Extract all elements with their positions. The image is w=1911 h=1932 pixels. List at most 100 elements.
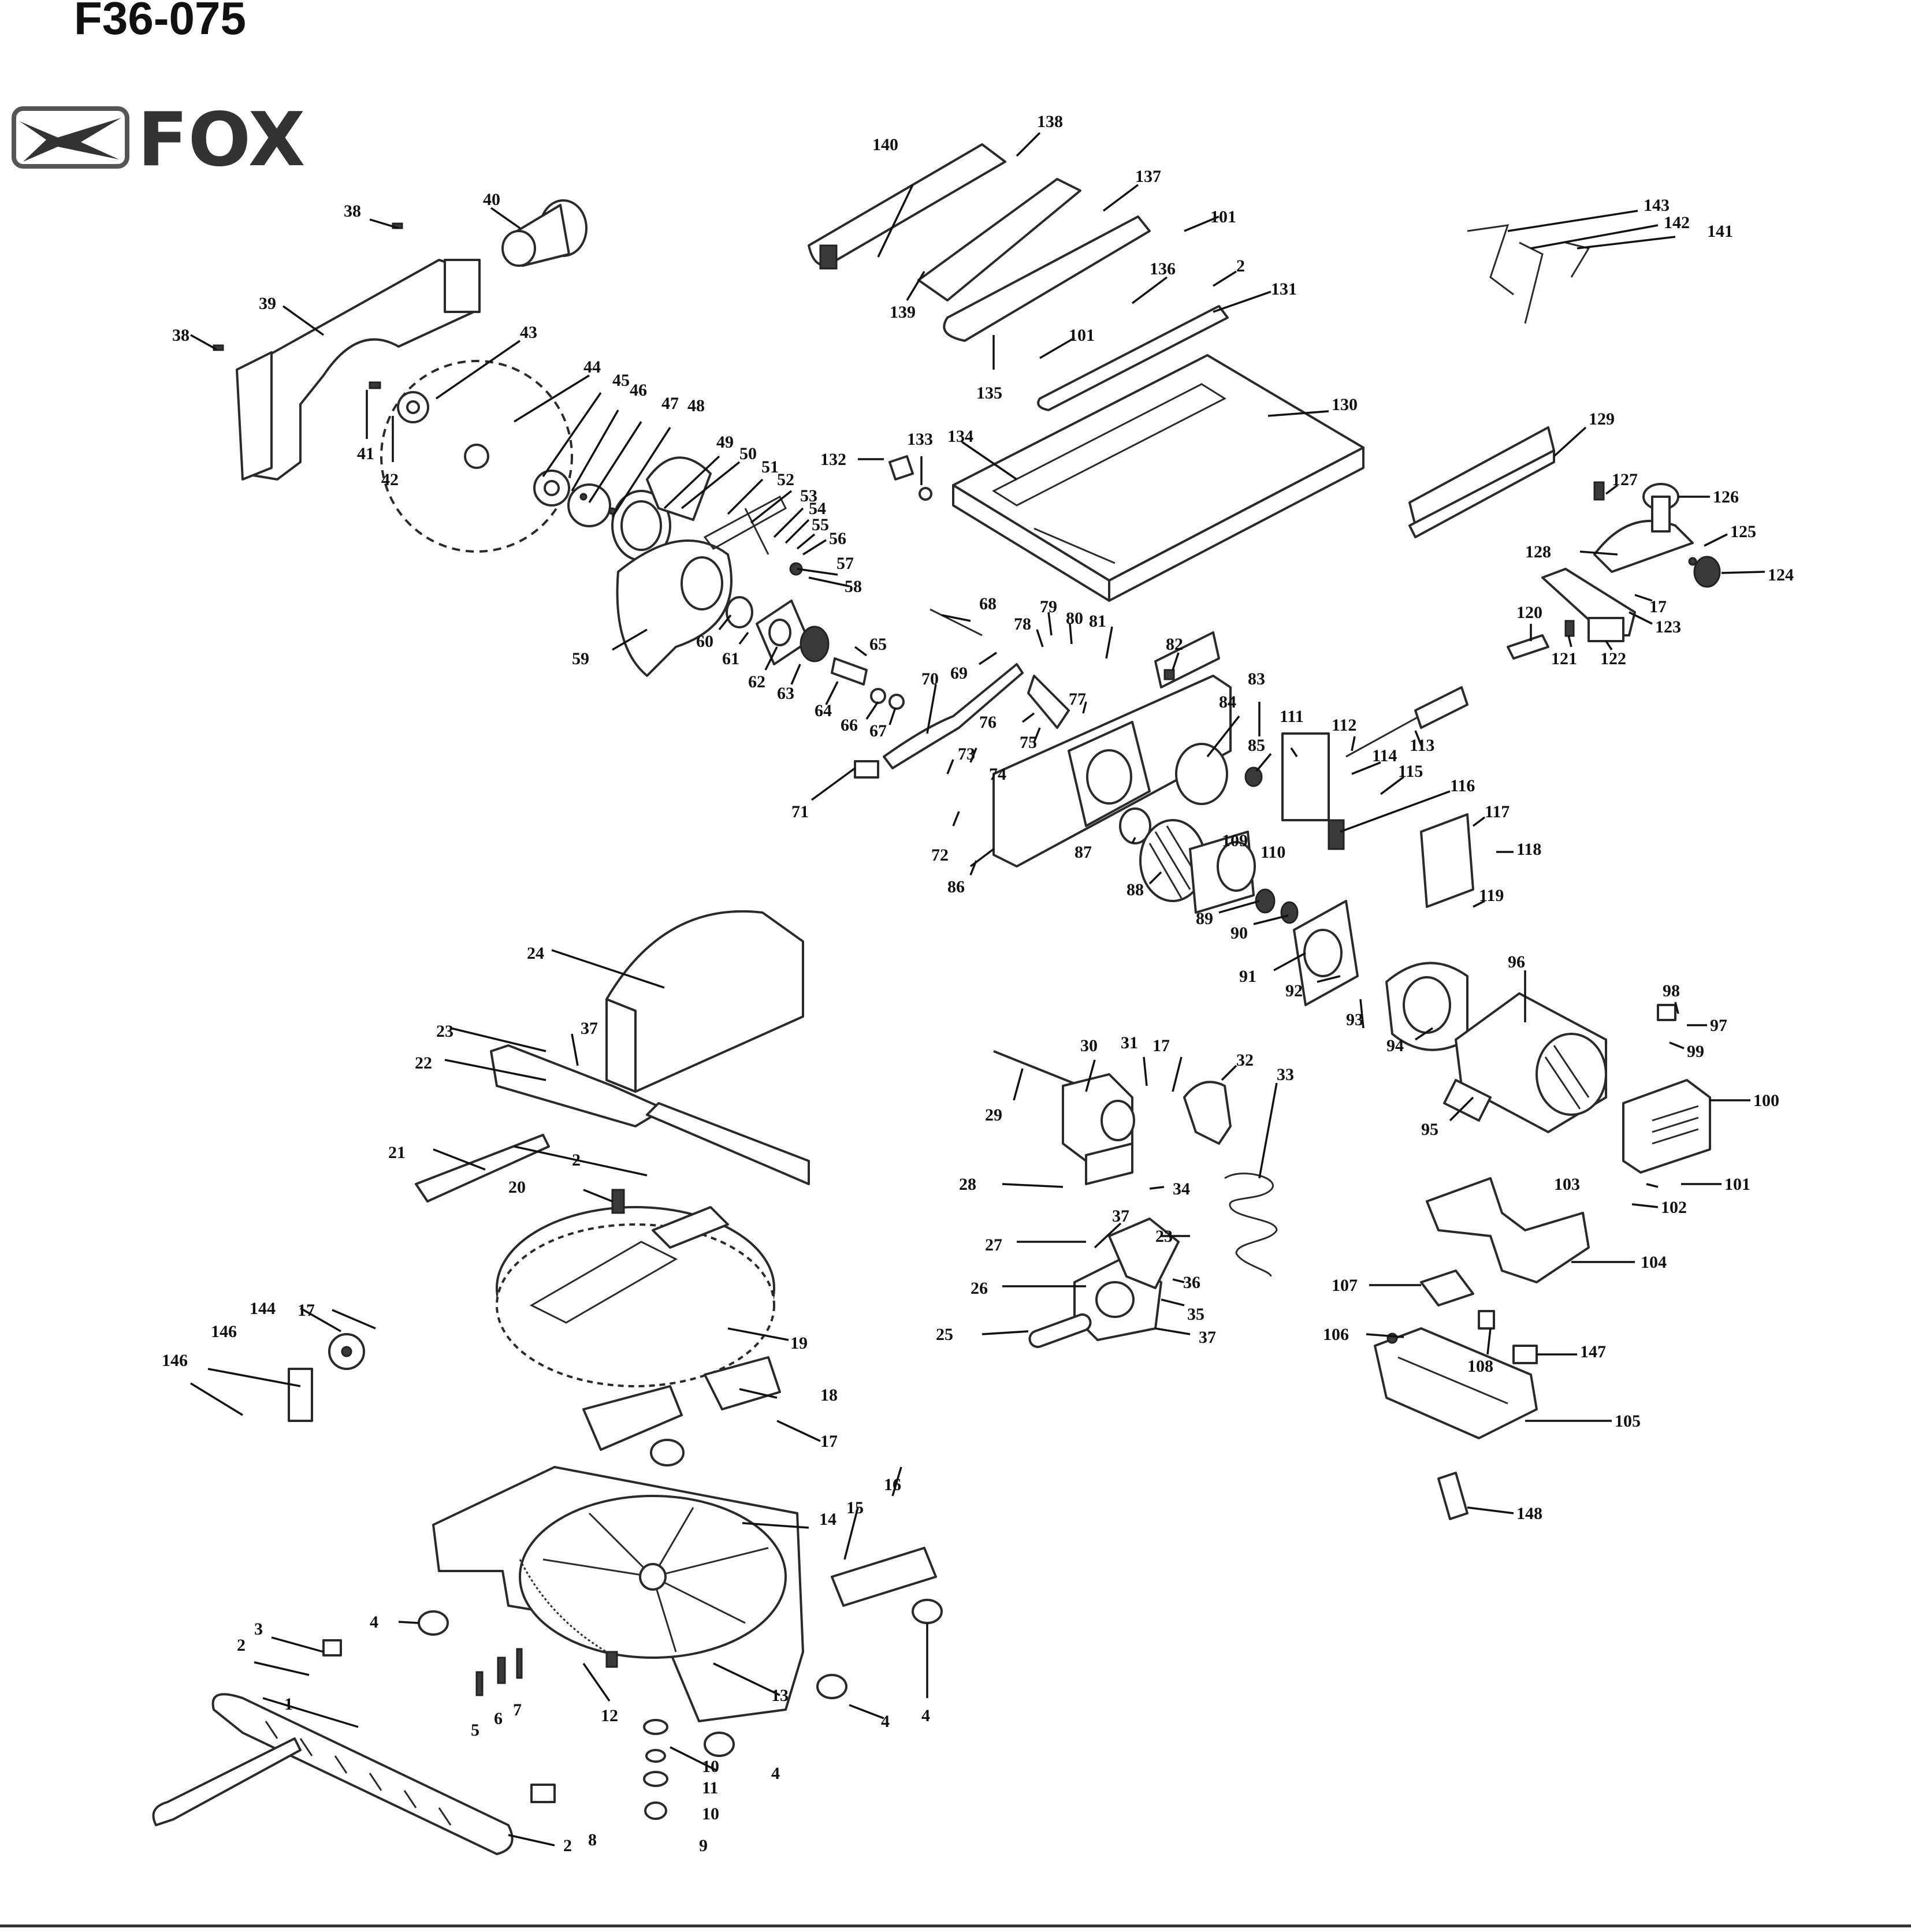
callout-25: 25 bbox=[936, 1325, 953, 1344]
callout-70: 70 bbox=[921, 669, 939, 688]
callout-5: 5 bbox=[471, 1721, 479, 1740]
spindle-part-64 bbox=[831, 657, 868, 686]
callout-101-b: 101 bbox=[1210, 207, 1236, 226]
callout-62: 62 bbox=[748, 672, 765, 691]
callout-35: 35 bbox=[1187, 1305, 1204, 1324]
callout-14: 14 bbox=[819, 1510, 836, 1529]
callout-81: 81 bbox=[1089, 612, 1106, 631]
callout-72: 72 bbox=[931, 846, 949, 865]
lever-part-32 bbox=[1183, 1081, 1232, 1145]
callout-105: 105 bbox=[1615, 1412, 1641, 1431]
callout-71: 71 bbox=[791, 802, 809, 821]
table-slot-b bbox=[1033, 527, 1116, 564]
callout-28: 28 bbox=[959, 1175, 976, 1194]
callout-24: 24 bbox=[527, 944, 544, 963]
callout-88: 88 bbox=[1126, 880, 1144, 899]
callout-93: 93 bbox=[1346, 1010, 1363, 1029]
callout-37-b: 37 bbox=[1112, 1207, 1129, 1226]
callout-94: 94 bbox=[1386, 1036, 1404, 1055]
callout-123: 123 bbox=[1655, 617, 1681, 636]
part-121 bbox=[1564, 620, 1575, 637]
lever-part-70 bbox=[883, 663, 1024, 769]
logo-emblem-icon bbox=[20, 118, 121, 162]
shaft-part-29 bbox=[993, 1050, 1081, 1087]
part-108 bbox=[1478, 1310, 1495, 1330]
callout-41: 41 bbox=[357, 444, 374, 463]
callout-83: 83 bbox=[1248, 669, 1265, 688]
callout-92: 92 bbox=[1285, 981, 1303, 1000]
callout-58: 58 bbox=[845, 577, 862, 596]
callout-38-a: 38 bbox=[344, 202, 361, 221]
callout-55: 55 bbox=[812, 515, 829, 534]
screw-knob-part-120 bbox=[1507, 634, 1549, 660]
bracket-part-18 bbox=[704, 1356, 781, 1410]
callout-9: 9 bbox=[699, 1836, 708, 1855]
callout-135: 135 bbox=[976, 384, 1002, 403]
page-bottom-border bbox=[0, 1924, 1911, 1927]
callout-54: 54 bbox=[809, 499, 826, 518]
blade-guard-assembly bbox=[236, 199, 803, 677]
callout-16: 16 bbox=[884, 1475, 901, 1494]
callout-87: 87 bbox=[1075, 843, 1092, 862]
callout-40: 40 bbox=[483, 190, 500, 209]
callout-60: 60 bbox=[696, 632, 713, 651]
callout-10-b: 10 bbox=[702, 1804, 719, 1823]
arm-casting bbox=[992, 631, 1263, 868]
guard-part-24 bbox=[605, 910, 804, 1093]
callout-102: 102 bbox=[1661, 1198, 1687, 1217]
bevel-lock-assembly bbox=[993, 1050, 1278, 1349]
callout-115: 115 bbox=[1398, 762, 1423, 781]
bolt-41 bbox=[369, 381, 381, 389]
callout-11: 11 bbox=[702, 1778, 718, 1797]
callout-136: 136 bbox=[1150, 259, 1176, 278]
callout-47: 47 bbox=[661, 394, 679, 413]
handle-part-146 bbox=[152, 1737, 302, 1826]
callout-2-c: 2 bbox=[572, 1151, 581, 1170]
screw-part-127 bbox=[1593, 481, 1605, 501]
callout-10-a: 10 bbox=[702, 1757, 719, 1776]
callout-95: 95 bbox=[1421, 1120, 1438, 1139]
table-top-part-130 bbox=[952, 354, 1365, 582]
saw-blade-part-43 bbox=[380, 360, 573, 553]
turntable-slot bbox=[529, 1241, 678, 1324]
callout-17-d: 17 bbox=[1649, 597, 1667, 616]
callout-131: 131 bbox=[1271, 280, 1297, 299]
rail-part-135 bbox=[943, 215, 1151, 342]
callout-20: 20 bbox=[508, 1178, 526, 1197]
foot-part-4-b bbox=[816, 1674, 847, 1699]
block-part-71 bbox=[854, 760, 879, 779]
callout-139: 139 bbox=[890, 303, 916, 322]
callout-99: 99 bbox=[1687, 1042, 1704, 1061]
callout-82: 82 bbox=[1166, 635, 1183, 654]
callout-67: 67 bbox=[869, 721, 887, 740]
callout-42: 42 bbox=[381, 470, 399, 489]
callout-19: 19 bbox=[790, 1334, 808, 1353]
block-part-107 bbox=[1420, 1270, 1474, 1306]
knob-part-12 bbox=[605, 1651, 618, 1668]
wrench-part-142 bbox=[1519, 241, 1544, 324]
callout-98: 98 bbox=[1663, 981, 1680, 1000]
callout-133: 133 bbox=[907, 430, 933, 449]
clip-part-3 bbox=[322, 1639, 342, 1656]
base-assembly bbox=[211, 1466, 943, 1855]
plate-part-148 bbox=[1437, 1472, 1468, 1520]
callout-32: 32 bbox=[1236, 1051, 1254, 1070]
callout-12: 12 bbox=[601, 1706, 618, 1725]
callout-4-a: 4 bbox=[370, 1613, 378, 1632]
callout-3: 3 bbox=[254, 1620, 263, 1639]
callout-17-a: 17 bbox=[820, 1432, 838, 1451]
linkage-part-52 bbox=[744, 508, 769, 555]
callout-65: 65 bbox=[869, 635, 887, 654]
slide-rail-assembly bbox=[808, 143, 1365, 602]
callout-76: 76 bbox=[979, 713, 997, 732]
label-part-95 bbox=[1443, 1079, 1492, 1122]
callout-143: 143 bbox=[1644, 196, 1670, 215]
callout-84: 84 bbox=[1219, 693, 1236, 712]
callout-106: 106 bbox=[1323, 1325, 1349, 1344]
screw-part-125 bbox=[1688, 557, 1697, 566]
callout-33: 33 bbox=[1277, 1065, 1294, 1084]
bearing-part-87 bbox=[1119, 807, 1151, 844]
callout-147: 147 bbox=[1580, 1342, 1606, 1361]
bolt-part-5 bbox=[475, 1671, 484, 1696]
